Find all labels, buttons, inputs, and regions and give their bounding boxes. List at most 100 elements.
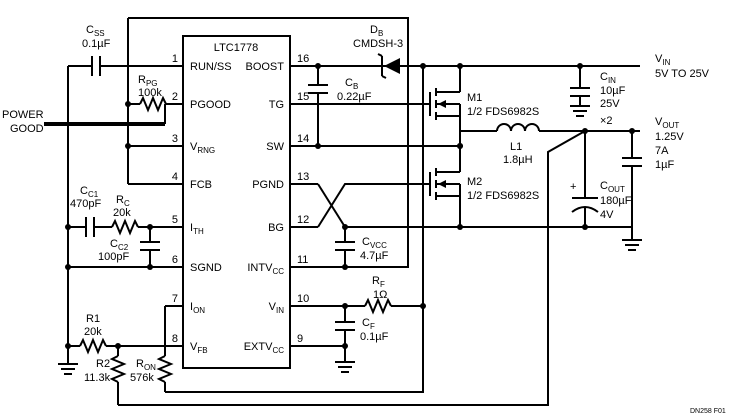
- pin-tg-label: TG: [269, 99, 284, 111]
- pin-run-ss-label: RUN/SS: [190, 61, 232, 73]
- rf-ref: RF: [372, 275, 385, 289]
- r2-resistor: [109, 346, 127, 405]
- css-capacitor: [68, 56, 165, 76]
- ron-value: 576k: [130, 372, 154, 384]
- pin-16-number: 16: [297, 53, 309, 65]
- cf-capacitor: [335, 306, 355, 346]
- pin-boost-label: BOOST: [245, 61, 284, 73]
- rpg-resistor: [128, 95, 167, 113]
- pin-sw-label: SW: [266, 141, 284, 153]
- cout-polarity: +: [570, 181, 576, 193]
- l1-inductor: [459, 123, 640, 146]
- cin-capacitor: [570, 66, 590, 117]
- bg-cross-wire: [317, 183, 430, 228]
- vout-voltage: 1.25V: [655, 131, 684, 143]
- ron-resistor: [156, 306, 174, 392]
- cout-voltage: 4V: [600, 209, 614, 221]
- pin-3-number: 3: [172, 133, 178, 145]
- vout-sense-wire: [118, 130, 586, 406]
- ic-body: [182, 35, 291, 369]
- pin-extvcc-label: EXTVCC: [244, 341, 285, 355]
- vout-net-name: VOUT: [655, 116, 679, 130]
- m1-value: 1/2 FDS6982S: [467, 106, 539, 118]
- cc2-value: 100pF: [98, 251, 129, 263]
- pin-12-number: 12: [297, 214, 309, 226]
- rf-resistor: [364, 297, 423, 315]
- pin-4-number: 4: [172, 171, 178, 183]
- cc1-capacitor: [68, 217, 112, 237]
- pin-bg-label: BG: [268, 222, 284, 234]
- cout-capacitor: [571, 131, 599, 227]
- rc-resistor: [111, 218, 165, 236]
- cb-capacitor: [308, 66, 328, 146]
- m1-mosfet: [429, 66, 461, 146]
- rc-value: 20k: [113, 207, 131, 219]
- db-ref: DB: [370, 24, 383, 38]
- pin-2-number: 2: [172, 91, 178, 103]
- power-good-label-line1: POWER: [2, 109, 44, 121]
- cin-value: 10µF: [600, 85, 626, 97]
- pin-fcb-label: FCB: [190, 179, 212, 191]
- cin-ref: CIN: [600, 71, 616, 85]
- r1-value: 20k: [84, 326, 102, 338]
- pin-sgnd-label: SGND: [190, 262, 222, 274]
- power-good-label-line2: GOOD: [10, 123, 44, 135]
- pin-7-number: 7: [172, 293, 178, 305]
- vin-net-name: VIN: [655, 53, 671, 67]
- m1-ref: M1: [467, 92, 482, 104]
- db-value: CMDSH-3: [353, 38, 403, 50]
- vin-to-ron-wire: [165, 66, 424, 393]
- cc1-value: 470pF: [70, 198, 101, 210]
- pin-14-number: 14: [297, 133, 309, 145]
- rpg-ref: RPG: [138, 74, 158, 88]
- vout-current: 7A: [655, 145, 669, 157]
- cin-voltage: 25V: [600, 98, 620, 110]
- pin-13-number: 13: [297, 171, 309, 183]
- cc1-ref: CC1: [80, 185, 99, 199]
- cc2-ref: CC2: [110, 238, 129, 252]
- pin-5-number: 5: [172, 214, 178, 226]
- cb-ref: CB: [345, 77, 358, 91]
- cout-value: 180µF: [600, 195, 632, 207]
- r2-value: 11.3k: [84, 372, 111, 384]
- pin-ion-label: ION: [190, 301, 205, 315]
- cvcc-ref: CVCC: [362, 236, 387, 250]
- ic-right-pins: [290, 65, 318, 347]
- db-diode: [370, 53, 423, 79]
- cvcc-capacitor: [335, 227, 355, 267]
- cvcc-value: 4.7µF: [360, 250, 389, 262]
- cout-ref: COUT: [600, 180, 625, 194]
- cout-ceramic-value: 1µF: [655, 159, 674, 171]
- cout-ceramic-capacitor: [622, 131, 642, 227]
- css-ref: CSS: [86, 24, 105, 38]
- pin-11-number: 11: [297, 254, 308, 266]
- pin-vin-label: VIN: [269, 301, 285, 315]
- r1-ref: R1: [86, 313, 100, 325]
- cc2-capacitor: [140, 227, 160, 267]
- vin-range: 5V TO 25V: [655, 68, 710, 80]
- pin-8-number: 8: [172, 333, 178, 345]
- ground-symbol-left: [58, 346, 78, 375]
- rpg-value: 100k: [138, 87, 162, 99]
- ground-symbol-extvcc: [335, 346, 355, 373]
- cb-value: 0.22µF: [337, 91, 372, 103]
- m2-mosfet: [429, 146, 461, 227]
- pin-9-number: 9: [297, 333, 303, 345]
- m2-value: 1/2 FDS6982S: [467, 190, 539, 202]
- ic-left-pins: [165, 65, 183, 347]
- pin-pgnd-label: PGND: [252, 179, 284, 191]
- cf-value: 0.1µF: [360, 331, 389, 343]
- pin-ith-label: ITH: [190, 222, 204, 236]
- ground-symbol-output: [622, 227, 642, 251]
- r2-ref: R2: [96, 358, 110, 370]
- css-value: 0.1µF: [82, 38, 111, 50]
- intvcc-bus-wire: [128, 17, 409, 268]
- m2-ref: M2: [467, 176, 482, 188]
- l1-ref: L1: [510, 141, 522, 153]
- pin-vfb-label: VFB: [190, 341, 208, 355]
- pin-10-number: 10: [297, 293, 309, 305]
- pin-intvcc-label: INTVCC: [247, 262, 284, 276]
- pin-pgood-label: PGOOD: [190, 99, 231, 111]
- pin-15-number: 15: [297, 91, 309, 103]
